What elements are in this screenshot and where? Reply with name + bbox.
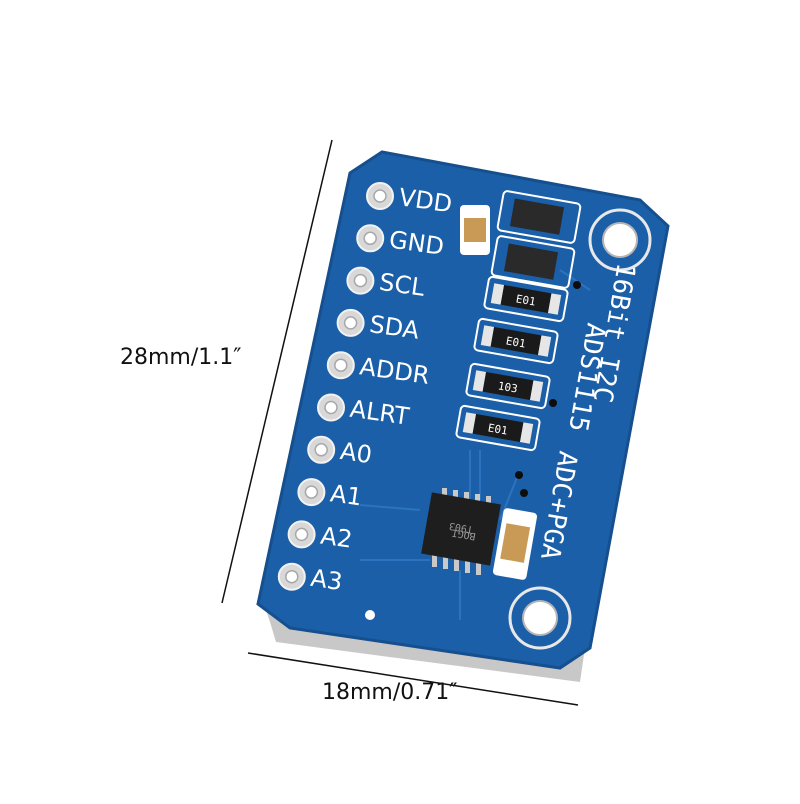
pin-pad-vdd [366,182,394,210]
pin-pad-a2 [287,520,316,549]
pin-pad-addr [326,351,355,380]
silk-dot [365,610,375,620]
pin-label-a3: A3 [309,564,344,596]
pin-label-a2: A2 [319,522,354,554]
width-dimension-line [247,652,579,706]
capacitor-top [460,205,490,255]
pin-pad-gnd [356,224,385,253]
chip-leg [486,496,491,508]
pin-pad-sda [336,308,365,337]
pin-label-sda: SDA [368,310,422,345]
resistor-code: E01 [515,292,537,308]
mounting-hole-top [588,208,652,272]
chip-leg [453,490,458,502]
chip-leg [465,561,470,573]
pin-pad-a0 [307,435,336,464]
chip-leg [476,563,481,575]
resistor-code: 103 [497,379,519,395]
pin-label-scl: SCL [378,268,427,302]
chip-marking-2: BOGI [451,526,477,541]
chip-leg [442,488,447,500]
component-q2 [490,235,576,289]
capacitor-bottom [492,508,538,580]
chip-leg [475,494,480,506]
component-q1 [496,190,582,244]
width-dimension-label: 18mm/0.71″ [322,680,458,705]
adc-chip: T903 BOGI [421,488,501,575]
resistor-3: 103 [465,362,551,410]
pin-pad-a3 [277,562,306,591]
resistor-1: E01 [483,275,569,323]
pin-pad-alrt [317,393,345,422]
chip-leg [432,555,437,567]
chip-marking-1: T903 [448,520,474,535]
resistor-2: E01 [473,317,559,365]
resistor-code: E01 [487,421,509,437]
height-dimension-line [221,139,333,604]
vias [515,281,581,497]
resistor-4: E01 [455,404,541,452]
height-dimension-label: 28mm/1.1″ [120,345,242,370]
pin-pad-a1 [297,478,326,507]
chip-leg [443,557,448,569]
chip-leg [464,492,469,504]
chip-leg [454,559,459,571]
resistor-code: E01 [505,334,527,350]
pin-label-a0: A0 [338,437,373,469]
pin-pad-scl [346,266,375,295]
traces [359,269,591,620]
mounting-hole-bottom [508,586,572,650]
pin-label-a1: A1 [329,479,364,511]
